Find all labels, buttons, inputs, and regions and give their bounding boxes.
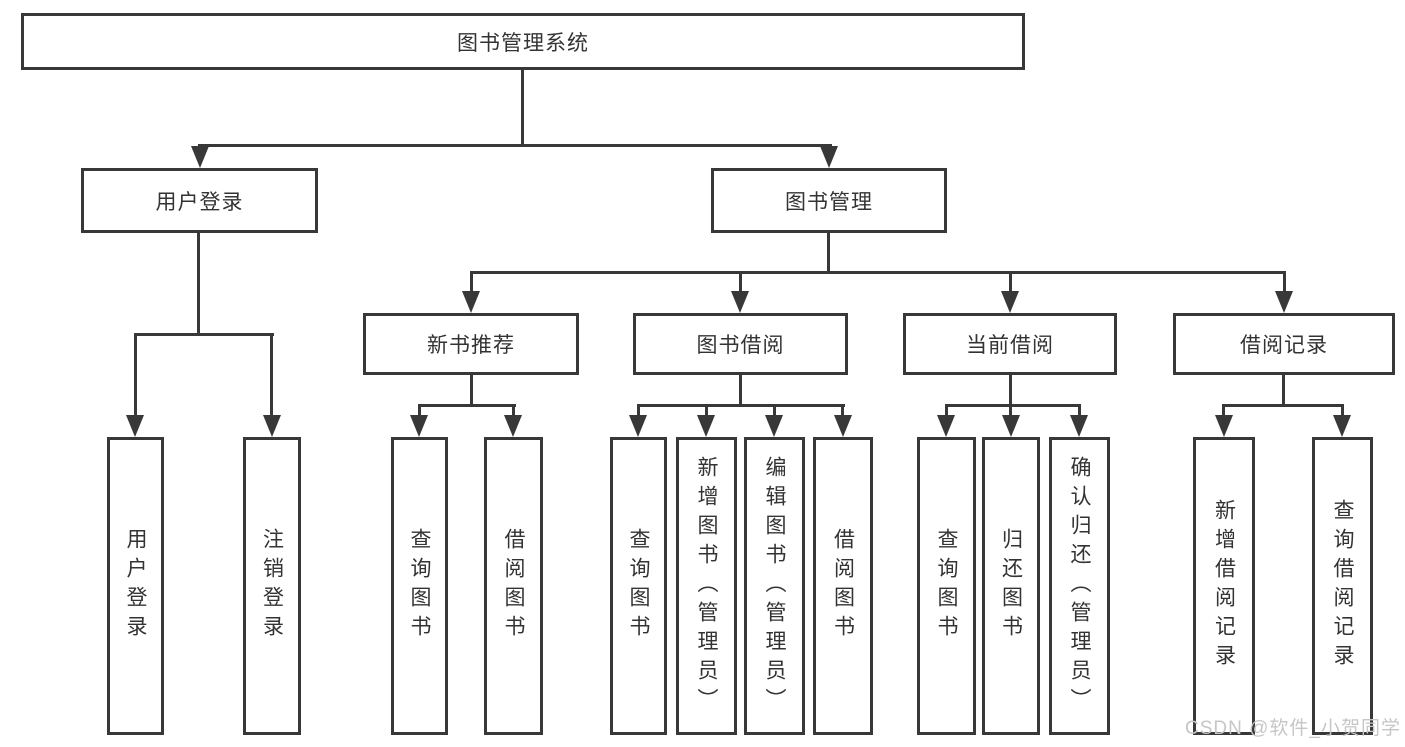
connector-currentborrow-stem (1009, 375, 1012, 406)
connector-stub (134, 333, 137, 417)
arrowhead (1001, 291, 1019, 313)
arrowhead (937, 415, 955, 437)
connector-borrowrecords-bar (1223, 404, 1344, 407)
leaf-newbooks-query: 查询图书 (391, 437, 448, 735)
arrowhead (731, 291, 749, 313)
leaf-bookborrow-edit-label: 编辑图书（管理员） (763, 455, 786, 717)
leaf-currentborrow-return-label: 归还图书 (999, 528, 1023, 644)
connector-stub (1341, 404, 1344, 419)
arrowhead (765, 415, 783, 437)
leaf-currentborrow-confirm-label: 确认归还（管理员） (1068, 455, 1091, 717)
connector-bookborrow-bar (637, 404, 845, 407)
leaf-logout: 注销登录 (243, 437, 301, 735)
connector-stub (512, 404, 515, 419)
connector-stub (1009, 404, 1012, 419)
leaf-currentborrow-query: 查询图书 (917, 437, 976, 735)
leaf-bookborrow-add: 新增图书（管理员） (676, 437, 737, 735)
connector-stub (739, 271, 742, 293)
leaf-newbooks-borrow-label: 借阅图书 (502, 528, 525, 644)
node-current-borrow: 当前借阅 (903, 313, 1117, 375)
leaf-bookborrow-add-label: 新增图书（管理员） (695, 455, 718, 717)
arrowhead (1275, 291, 1293, 313)
node-borrow-records: 借阅记录 (1173, 313, 1395, 375)
arrowhead (410, 415, 428, 437)
node-new-book-recommend: 新书推荐 (363, 313, 579, 375)
leaf-bookborrow-borrow-label: 借阅图书 (831, 528, 855, 644)
node-root: 图书管理系统 (21, 13, 1025, 70)
leaf-logout-label: 注销登录 (260, 528, 284, 644)
connector-userlogin-bar (134, 333, 274, 336)
leaf-user-login: 用户登录 (107, 437, 164, 735)
connector-stub (637, 404, 640, 419)
connector-stub (945, 404, 948, 419)
connector-userlogin-stem (197, 233, 200, 336)
leaf-currentborrow-query-label: 查询图书 (935, 528, 958, 644)
leaf-newbooks-query-label: 查询图书 (408, 528, 431, 644)
node-new-book-recommend-label: 新书推荐 (427, 334, 515, 357)
watermark: CSDN @软件_小贺同学 (1185, 718, 1401, 739)
leaf-newbooks-borrow: 借阅图书 (484, 437, 543, 735)
connector-stub (1283, 271, 1286, 293)
arrowhead (126, 415, 144, 437)
node-borrow-records-label: 借阅记录 (1240, 334, 1328, 357)
arrowhead (834, 415, 852, 437)
node-current-borrow-label: 当前借阅 (966, 334, 1054, 357)
arrowhead (629, 415, 647, 437)
arrowhead (504, 415, 522, 437)
node-book-management-label: 图书管理 (785, 190, 873, 214)
arrowhead (820, 146, 838, 168)
node-book-management: 图书管理 (711, 168, 947, 233)
connector-stub (705, 404, 708, 419)
connector-root-stem (521, 70, 524, 147)
connector-stub (841, 404, 844, 419)
connector-stub (773, 404, 776, 419)
arrowhead (263, 415, 281, 437)
leaf-records-add: 新增借阅记录 (1193, 437, 1255, 735)
arrowhead (1070, 415, 1088, 437)
connector-bookmgmt-bar (470, 271, 1286, 274)
node-user-login-label: 用户登录 (155, 190, 244, 214)
node-book-borrow: 图书借阅 (633, 313, 848, 375)
leaf-records-query-label: 查询借阅记录 (1331, 499, 1354, 673)
node-user-login: 用户登录 (81, 168, 318, 233)
leaf-records-query: 查询借阅记录 (1312, 437, 1373, 735)
node-book-borrow-label: 图书借阅 (696, 334, 785, 357)
connector-newbooks-bar (418, 404, 516, 407)
connector-stub (1009, 271, 1012, 293)
connector-stub (1078, 404, 1081, 419)
arrowhead (697, 415, 715, 437)
arrowhead (191, 146, 209, 168)
leaf-bookborrow-query: 查询图书 (610, 437, 667, 735)
connector-stub (270, 333, 273, 417)
connector-bookmgmt-stem (827, 233, 830, 274)
arrowhead (1333, 415, 1351, 437)
connector-currentborrow-bar (945, 404, 1081, 407)
connector-stub (418, 404, 421, 419)
leaf-currentborrow-confirm: 确认归还（管理员） (1049, 437, 1110, 735)
arrowhead (462, 291, 480, 313)
leaf-currentborrow-return: 归还图书 (982, 437, 1040, 735)
connector-stub (470, 271, 473, 293)
leaf-user-login-label: 用户登录 (124, 528, 147, 644)
node-root-label: 图书管理系统 (457, 31, 589, 55)
arrowhead (1002, 415, 1020, 437)
leaf-bookborrow-borrow: 借阅图书 (813, 437, 873, 735)
connector-borrowrecords-stem (1282, 375, 1285, 406)
leaf-records-add-label: 新增借阅记录 (1212, 499, 1236, 673)
connector-stub (1222, 404, 1225, 419)
connector-newbooks-stem (470, 375, 473, 406)
leaf-bookborrow-query-label: 查询图书 (627, 528, 650, 644)
connector-root-bar (198, 144, 832, 147)
arrowhead (1215, 415, 1233, 437)
connector-bookborrow-stem (739, 375, 742, 406)
leaf-bookborrow-edit: 编辑图书（管理员） (744, 437, 805, 735)
